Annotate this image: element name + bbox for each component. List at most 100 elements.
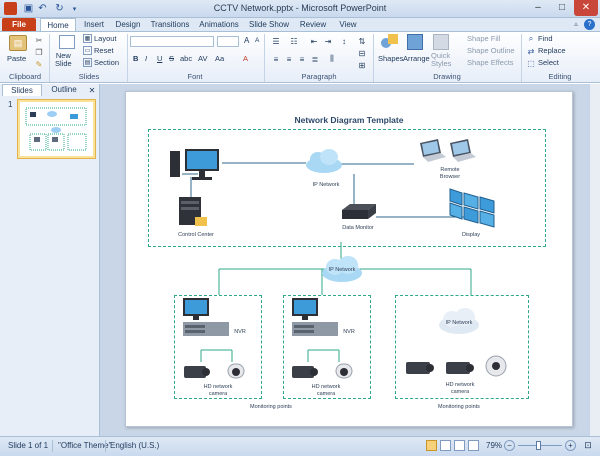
- shape-effects-button[interactable]: Shape Effects: [467, 58, 514, 67]
- language-status[interactable]: English (U.S.): [110, 441, 160, 450]
- data-monitor-label[interactable]: Data Monitor: [342, 225, 374, 231]
- normal-view-icon[interactable]: [426, 440, 437, 451]
- ip-network-label-top[interactable]: IP Network: [312, 182, 340, 188]
- shape-outline-button[interactable]: Shape Outline: [467, 46, 515, 55]
- font-name-dropdown[interactable]: [130, 36, 214, 47]
- ribbon-minimize-icon[interactable]: ▵: [574, 21, 578, 28]
- text-direction-icon[interactable]: ⇅: [358, 36, 366, 46]
- change-case-button[interactable]: Aa: [215, 54, 225, 63]
- zoom-level[interactable]: 79%: [486, 441, 503, 450]
- monitoring-group-1[interactable]: [174, 295, 262, 399]
- replace-button[interactable]: Replace: [538, 46, 566, 55]
- camera-icon[interactable]: [182, 362, 252, 382]
- monitoring-group-2[interactable]: [283, 295, 371, 399]
- zoom-out-icon[interactable]: −: [504, 440, 515, 451]
- zoom-in-icon[interactable]: +: [565, 440, 576, 451]
- camera-icon[interactable]: [290, 362, 360, 382]
- hd-camera-label-3[interactable]: HD network camera: [445, 382, 475, 395]
- smartart-icon[interactable]: ⊞: [358, 60, 366, 70]
- display-label[interactable]: Display: [461, 232, 481, 238]
- nvr-icon[interactable]: [290, 298, 344, 354]
- select-button[interactable]: Select: [538, 58, 559, 67]
- align-center-icon[interactable]: ≡: [286, 54, 292, 64]
- monitoring-points-label-1[interactable]: Monitoring points: [250, 404, 292, 410]
- monitoring-group-3[interactable]: [395, 295, 529, 399]
- quick-styles-button[interactable]: Quick Styles: [431, 51, 452, 68]
- save-icon[interactable]: ▣: [23, 3, 34, 14]
- nvr-label-1[interactable]: NVR: [234, 329, 246, 335]
- font-size-dropdown[interactable]: [217, 36, 239, 47]
- zoom-slider-thumb[interactable]: [536, 441, 541, 450]
- ip-network-label-right[interactable]: IP Network: [445, 320, 473, 326]
- numbering-icon[interactable]: ☷: [290, 36, 298, 46]
- tab-design[interactable]: Design: [115, 20, 141, 29]
- format-painter-icon[interactable]: ✎: [35, 59, 43, 69]
- paste-icon[interactable]: ▤: [9, 35, 27, 51]
- tab-file[interactable]: File: [2, 18, 36, 31]
- grow-font-button[interactable]: A: [244, 36, 250, 45]
- camera-icon[interactable]: [404, 354, 514, 380]
- section-button[interactable]: Section: [94, 58, 120, 67]
- fit-to-window-icon[interactable]: ⊡: [584, 440, 592, 450]
- hd-camera-label-2[interactable]: HD network camera: [311, 384, 341, 397]
- font-color-button[interactable]: A: [243, 54, 249, 63]
- shape-fill-button[interactable]: Shape Fill: [467, 34, 501, 43]
- nvr-label-2[interactable]: NVR: [343, 329, 355, 335]
- increase-indent-icon[interactable]: ⇥: [324, 36, 332, 46]
- line-spacing-icon[interactable]: ↕: [342, 36, 346, 46]
- slide-canvas[interactable]: Network Diagram Template: [125, 91, 573, 427]
- align-text-icon[interactable]: ⊟: [358, 48, 366, 58]
- reading-view-icon[interactable]: [454, 440, 465, 451]
- monitoring-points-label-2[interactable]: Monitoring points: [438, 404, 480, 410]
- vertical-scrollbar[interactable]: [589, 84, 600, 436]
- shrink-font-button[interactable]: A: [255, 37, 260, 44]
- tab-home[interactable]: Home: [40, 18, 76, 31]
- tab-review[interactable]: Review: [299, 20, 327, 29]
- character-spacing-button[interactable]: AV: [198, 54, 208, 63]
- find-button[interactable]: Find: [538, 34, 553, 43]
- shapes-icon[interactable]: [381, 34, 399, 50]
- slide-sorter-icon[interactable]: [440, 440, 451, 451]
- undo-icon[interactable]: ↶: [38, 3, 47, 14]
- cloud-icon[interactable]: [304, 147, 344, 175]
- hd-camera-label-1[interactable]: HD network camera: [203, 384, 233, 397]
- new-slide-icon[interactable]: [59, 35, 75, 49]
- control-center-label[interactable]: Control Center: [178, 232, 214, 238]
- arrange-button[interactable]: Arrange: [403, 54, 430, 63]
- powerpoint-logo-icon[interactable]: [4, 2, 17, 15]
- minimize-button[interactable]: –: [535, 2, 541, 13]
- tab-outline[interactable]: Outline: [51, 85, 77, 94]
- italic-button[interactable]: I: [145, 54, 148, 63]
- slide-show-icon[interactable]: [468, 440, 479, 451]
- display-wall-icon[interactable]: [448, 187, 496, 233]
- cloud-icon[interactable]: [437, 306, 481, 336]
- redo-icon[interactable]: ↻: [55, 3, 64, 14]
- theme-status[interactable]: "Office Theme": [58, 441, 112, 450]
- data-monitor-icon[interactable]: [340, 204, 378, 222]
- close-button[interactable]: ✕: [574, 0, 598, 16]
- server-icon[interactable]: [177, 197, 209, 229]
- tab-insert[interactable]: Insert: [83, 20, 104, 29]
- text-shadow-button[interactable]: abc: [180, 54, 193, 63]
- align-left-icon[interactable]: ≡: [273, 54, 279, 64]
- reset-button[interactable]: Reset: [94, 46, 114, 55]
- tab-animations[interactable]: Animations: [199, 20, 239, 29]
- shapes-button[interactable]: Shapes: [378, 54, 404, 63]
- customize-qat-icon[interactable]: ▾: [72, 5, 77, 13]
- maximize-button[interactable]: □: [558, 2, 566, 13]
- desktop-computer-icon[interactable]: [170, 149, 222, 183]
- paste-button[interactable]: Paste: [7, 54, 27, 63]
- arrange-icon[interactable]: [407, 34, 423, 50]
- tab-transitions[interactable]: Transitions: [150, 20, 190, 29]
- quick-styles-icon[interactable]: [433, 34, 449, 50]
- ip-network-label-mid[interactable]: IP Network: [328, 267, 356, 273]
- laptop-icon[interactable]: [416, 137, 480, 165]
- tab-slides[interactable]: Slides: [2, 84, 42, 96]
- strikethrough-button[interactable]: S: [169, 54, 175, 63]
- bold-button[interactable]: B: [133, 54, 139, 63]
- underline-button[interactable]: U: [157, 54, 163, 63]
- cloud-icon[interactable]: [320, 254, 364, 284]
- layout-button[interactable]: Layout: [94, 34, 117, 43]
- close-pane-icon[interactable]: ✕: [88, 85, 96, 95]
- bullets-icon[interactable]: ☰: [272, 36, 280, 46]
